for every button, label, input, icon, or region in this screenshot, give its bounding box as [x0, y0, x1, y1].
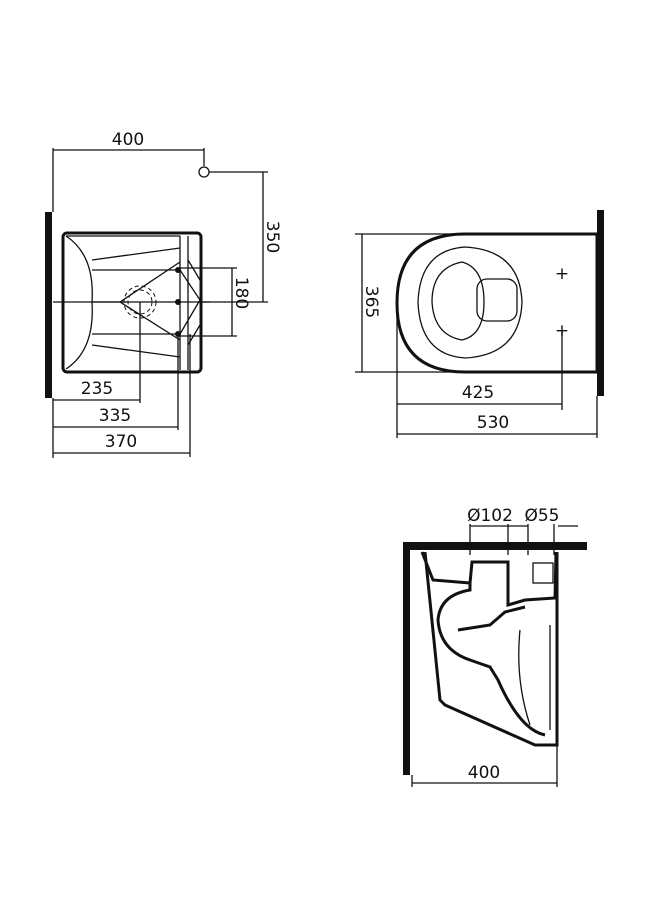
dim-235-label: 235	[81, 379, 113, 399]
water-inlet-icon	[198, 166, 210, 178]
side-view: Ø102 Ø55 400	[403, 506, 587, 787]
bowl-inner	[431, 261, 485, 341]
dim-180-label: 180	[231, 277, 251, 309]
bolt-cross-icon: +	[555, 264, 569, 284]
dim-350-label: 350	[262, 221, 282, 253]
dim-400-side-label: 400	[468, 763, 500, 783]
dim-530-label: 530	[477, 413, 509, 433]
dim-370-label: 370	[105, 432, 137, 452]
trap-outline	[436, 583, 546, 737]
top-view: 400 350 180 235 335 370	[45, 130, 282, 458]
bowl-rim	[417, 246, 523, 359]
dim-400-label: 400	[112, 130, 144, 150]
wall	[403, 542, 410, 775]
dim-335-label: 335	[99, 406, 131, 426]
flush-pipe	[532, 562, 554, 584]
bowl-contour	[518, 625, 551, 730]
wall	[597, 210, 604, 396]
dim-diameter-55-label: Ø55	[524, 506, 559, 526]
dim-425-label: 425	[462, 383, 494, 403]
dim-diameter-102-label: Ø102	[467, 506, 513, 526]
wall	[45, 212, 52, 398]
dim-365-label: 365	[361, 286, 381, 318]
trap-inner	[457, 605, 526, 632]
ceiling-plate	[403, 542, 587, 550]
pan-outline	[420, 551, 559, 747]
flush-outlet	[476, 278, 518, 322]
bolt-hole	[175, 267, 181, 273]
front-view: + + 365 425 530	[355, 210, 604, 438]
